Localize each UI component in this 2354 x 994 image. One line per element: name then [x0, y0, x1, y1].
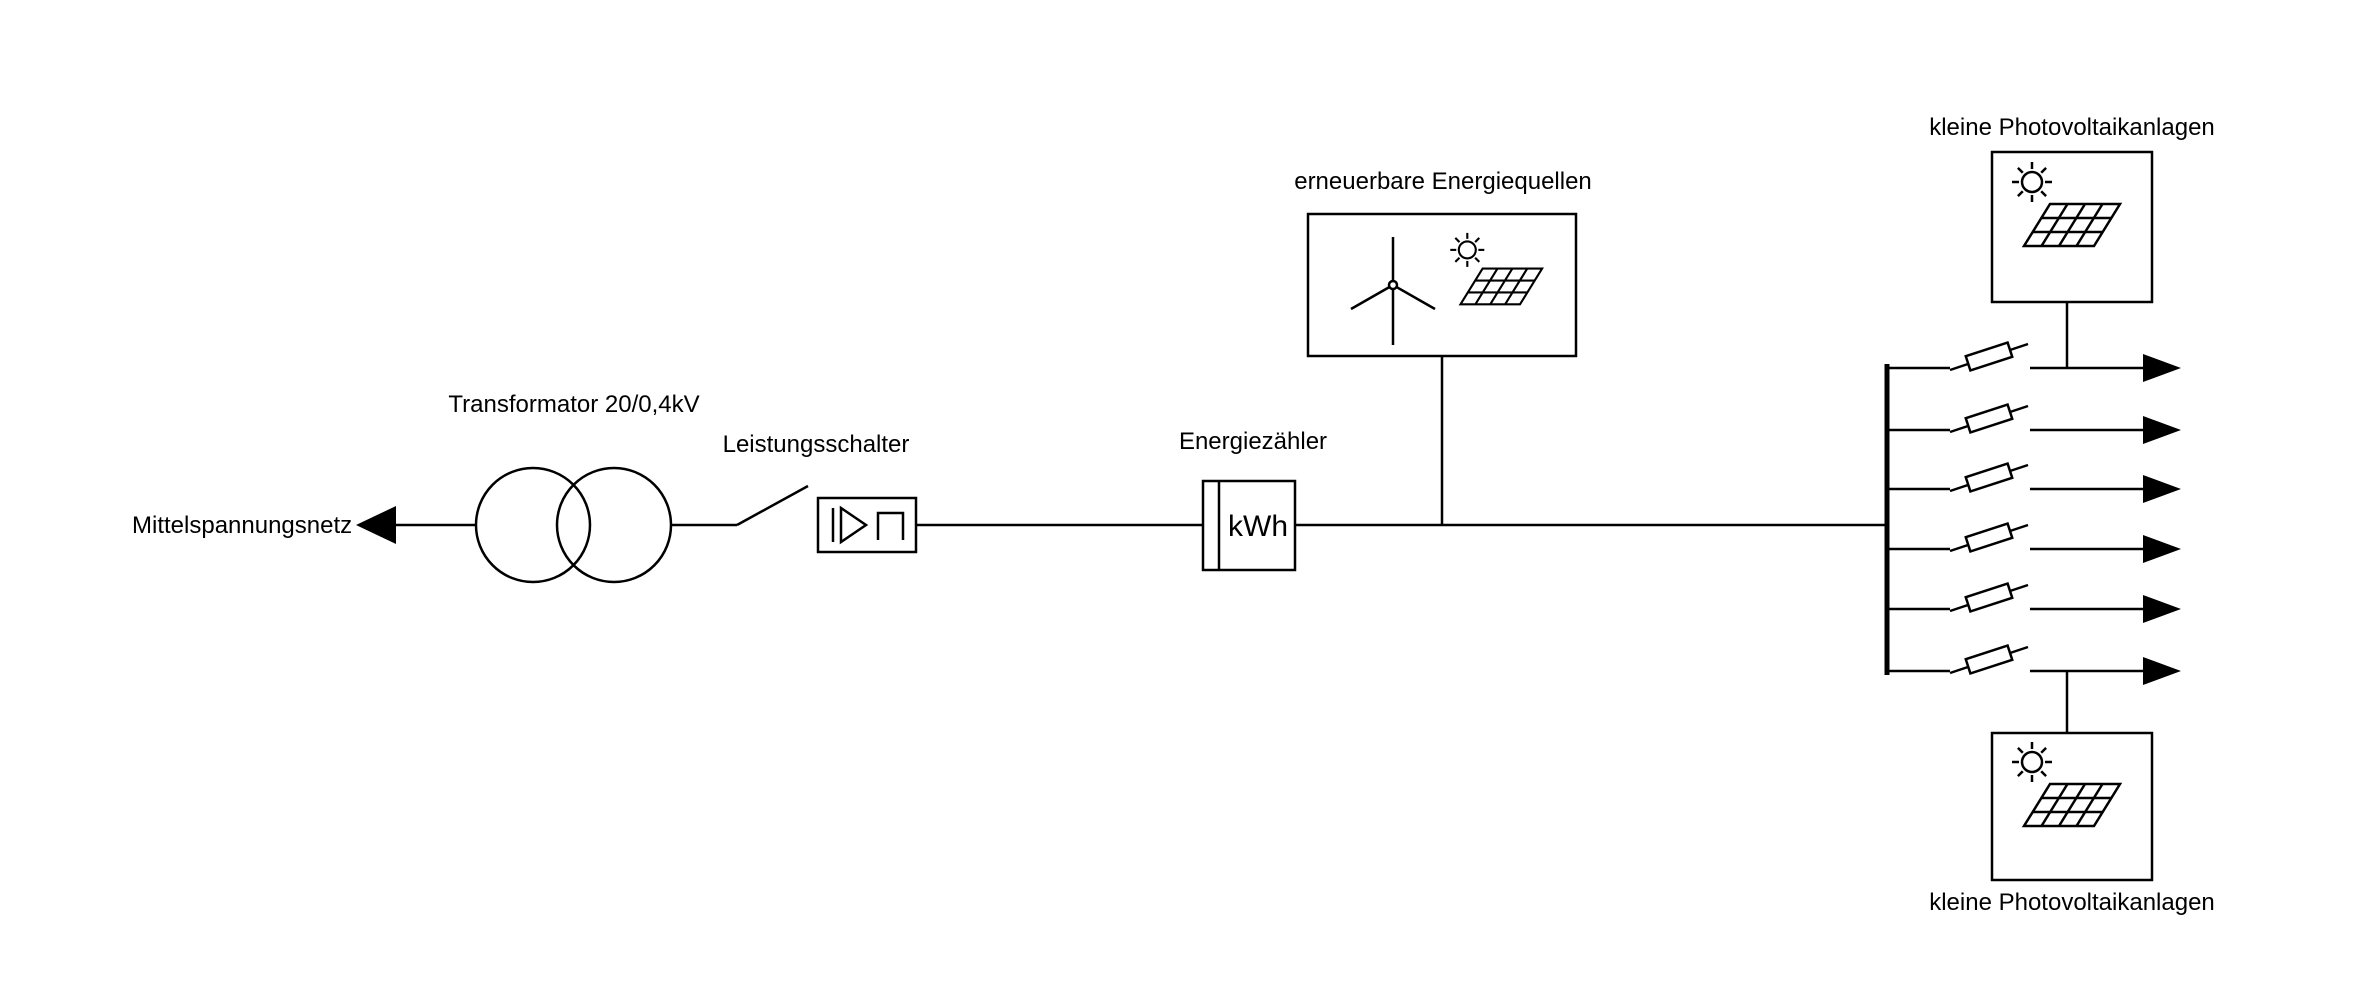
energy-meter-box: kWh [1201, 479, 1297, 572]
circuit-breaker-symbol [736, 484, 918, 554]
wind-turbine-icon [1350, 237, 1436, 345]
meter-unit-label: kWh [1228, 510, 1288, 543]
grid-label: Mittelspannungsnetz [132, 512, 352, 539]
grid-arrow-icon [356, 506, 396, 544]
feeder-branch [1885, 522, 2183, 565]
trip-triangle-icon [839, 505, 869, 545]
meter-label: Energiezähler [1179, 428, 1327, 455]
feeder-branch [1885, 341, 2183, 384]
pv-box-top [1990, 150, 2154, 304]
breaker-blade-icon [736, 484, 809, 527]
pv-box-bottom [1990, 731, 2154, 882]
pv-top-label: kleine Photovoltaikanlagen [1929, 114, 2215, 141]
pv-bottom-label: kleine Photovoltaikanlagen [1929, 889, 2215, 916]
pulse-icon [876, 511, 905, 540]
feeder-branch [1885, 462, 2183, 505]
renewables-box [1306, 212, 1578, 358]
feeder-branch [1885, 644, 2183, 687]
feeder-branch [1885, 582, 2183, 625]
transformer-label: Transformator 20/0,4kV [448, 391, 699, 418]
breaker-label: Leistungsschalter [723, 431, 910, 458]
renewables-label: erneuerbare Energiequellen [1294, 168, 1592, 195]
feeder-branch [1885, 403, 2183, 446]
transformer-symbol [474, 466, 673, 584]
